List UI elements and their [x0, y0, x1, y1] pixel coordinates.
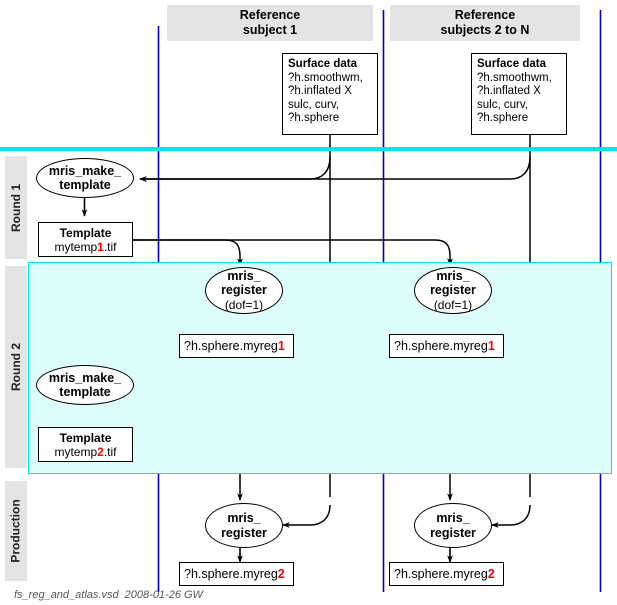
- artifact-file-prefix: ?h.sphere.myreg: [184, 339, 278, 353]
- surface-data-line-3: sulc, curv,: [477, 98, 528, 111]
- phase-label-production: Production: [5, 481, 27, 581]
- process-label-line2: template: [59, 178, 111, 192]
- process-label-line2: template: [59, 385, 111, 399]
- template-file-suffix: .tif: [103, 444, 117, 459]
- process-mris-register-dof1-subject1[interactable]: mris_ register (dof=1): [205, 267, 283, 314]
- template-file-number: 1: [97, 239, 104, 254]
- column-header-line1: Reference: [239, 8, 301, 22]
- artifact-filename: ?h.sphere.myreg1: [184, 339, 285, 353]
- column-header-reference-subjects-2-to-n: Reference subjects 2 to N: [390, 5, 580, 41]
- template-file-number: 2: [97, 444, 104, 459]
- surface-data-box-subjectN: Surface data ?h.smoothwm, ?h.inflated X …: [471, 53, 567, 135]
- process-label-line2: register: [221, 525, 267, 540]
- surface-data-title: Surface data: [477, 58, 547, 70]
- process-label-line1: mris_make_: [48, 163, 122, 178]
- artifact-filename: ?h.sphere.myreg2: [184, 567, 285, 581]
- artifact-myreg2-subjectN: ?h.sphere.myreg2: [389, 562, 504, 586]
- process-label-line1: mris_make_: [48, 370, 122, 385]
- artifact-template-2: Template mytemp2.tif: [38, 427, 133, 462]
- process-label-line1: mris_: [436, 511, 470, 525]
- process-mris-make-template-round1[interactable]: mris_make_ template: [36, 158, 134, 198]
- artifact-template-1: Template mytemp1.tif: [38, 222, 133, 257]
- process-label-line2: register: [430, 525, 476, 540]
- diagram-footer-caption: fs_reg_and_atlas.vsd 2008-01-26 GW: [14, 589, 203, 601]
- column-header-line1: Reference: [454, 8, 516, 22]
- process-label-line2: register: [430, 283, 476, 298]
- process-label-line2: register: [221, 283, 267, 298]
- process-label-line1: mris_: [227, 268, 261, 283]
- surface-data-line-2: ?h.inflated X: [477, 85, 541, 98]
- surface-data-title: Surface data: [288, 58, 358, 70]
- column-header-line2: subjects 2 to N: [440, 23, 530, 37]
- artifact-myreg2-subject1: ?h.sphere.myreg2: [179, 562, 294, 586]
- column-header-reference-subject-1: Reference subject 1: [167, 5, 373, 41]
- surface-data-box-subject1: Surface data ?h.smoothwm, ?h.inflated X …: [282, 53, 378, 135]
- template-file-prefix: mytemp: [54, 239, 98, 254]
- surface-data-line-4: ?h.sphere: [477, 112, 529, 125]
- surface-data-line-4: ?h.sphere: [288, 112, 340, 125]
- edge-prod-register-to-myreg2: [237, 548, 453, 563]
- artifact-filename: ?h.sphere.myreg2: [394, 567, 495, 581]
- surface-data-line-1: ?h.smoothwm,: [288, 71, 363, 84]
- process-mris-register-dof1-subjectN[interactable]: mris_ register (dof=1): [414, 267, 492, 314]
- column-header-line2: subject 1: [242, 23, 298, 37]
- artifact-file-number: 2: [277, 567, 285, 581]
- round1-top-divider: [0, 147, 617, 151]
- artifact-myreg1-subjectN: ?h.sphere.myreg1: [389, 334, 504, 358]
- process-mris-register-production-subject1[interactable]: mris_ register: [205, 503, 283, 548]
- phase-label-text: Round 2: [9, 343, 23, 391]
- process-label-line1: mris_: [227, 511, 261, 525]
- artifact-file-number: 1: [277, 339, 285, 353]
- template-filename: mytemp2.tif: [54, 445, 116, 459]
- process-mris-make-template-round2[interactable]: mris_make_ template: [36, 365, 134, 405]
- phase-label-text: Round 1: [9, 183, 23, 232]
- template-filename: mytemp1.tif: [54, 240, 116, 254]
- surface-data-line-2: ?h.inflated X: [288, 85, 352, 98]
- edge-template1-to-registers: [133, 239, 453, 266]
- surface-data-line-3: sulc, curv,: [288, 98, 339, 111]
- template-file-prefix: mytemp: [54, 444, 98, 459]
- artifact-myreg1-subject1: ?h.sphere.myreg1: [179, 334, 294, 358]
- template-file-suffix: .tif: [103, 239, 117, 254]
- artifact-file-prefix: ?h.sphere.myreg: [394, 339, 488, 353]
- artifact-file-prefix: ?h.sphere.myreg: [184, 567, 278, 581]
- artifact-file-prefix: ?h.sphere.myreg: [394, 567, 488, 581]
- surface-data-line-1: ?h.smoothwm,: [477, 71, 552, 84]
- process-label-line3: (dof=1): [433, 297, 473, 312]
- process-label-line3: (dof=1): [224, 297, 264, 312]
- template-title: Template: [59, 225, 112, 240]
- phase-label-round-1: Round 1: [5, 156, 27, 259]
- artifact-file-number: 2: [487, 567, 495, 581]
- process-mris-register-production-subjectN[interactable]: mris_ register: [414, 503, 492, 548]
- artifact-file-number: 1: [487, 339, 495, 353]
- process-label-line1: mris_: [436, 268, 470, 283]
- phase-label-round-2: Round 2: [5, 266, 27, 468]
- phase-label-text: Production: [9, 499, 24, 563]
- artifact-filename: ?h.sphere.myreg1: [394, 339, 495, 353]
- template-title: Template: [59, 430, 112, 445]
